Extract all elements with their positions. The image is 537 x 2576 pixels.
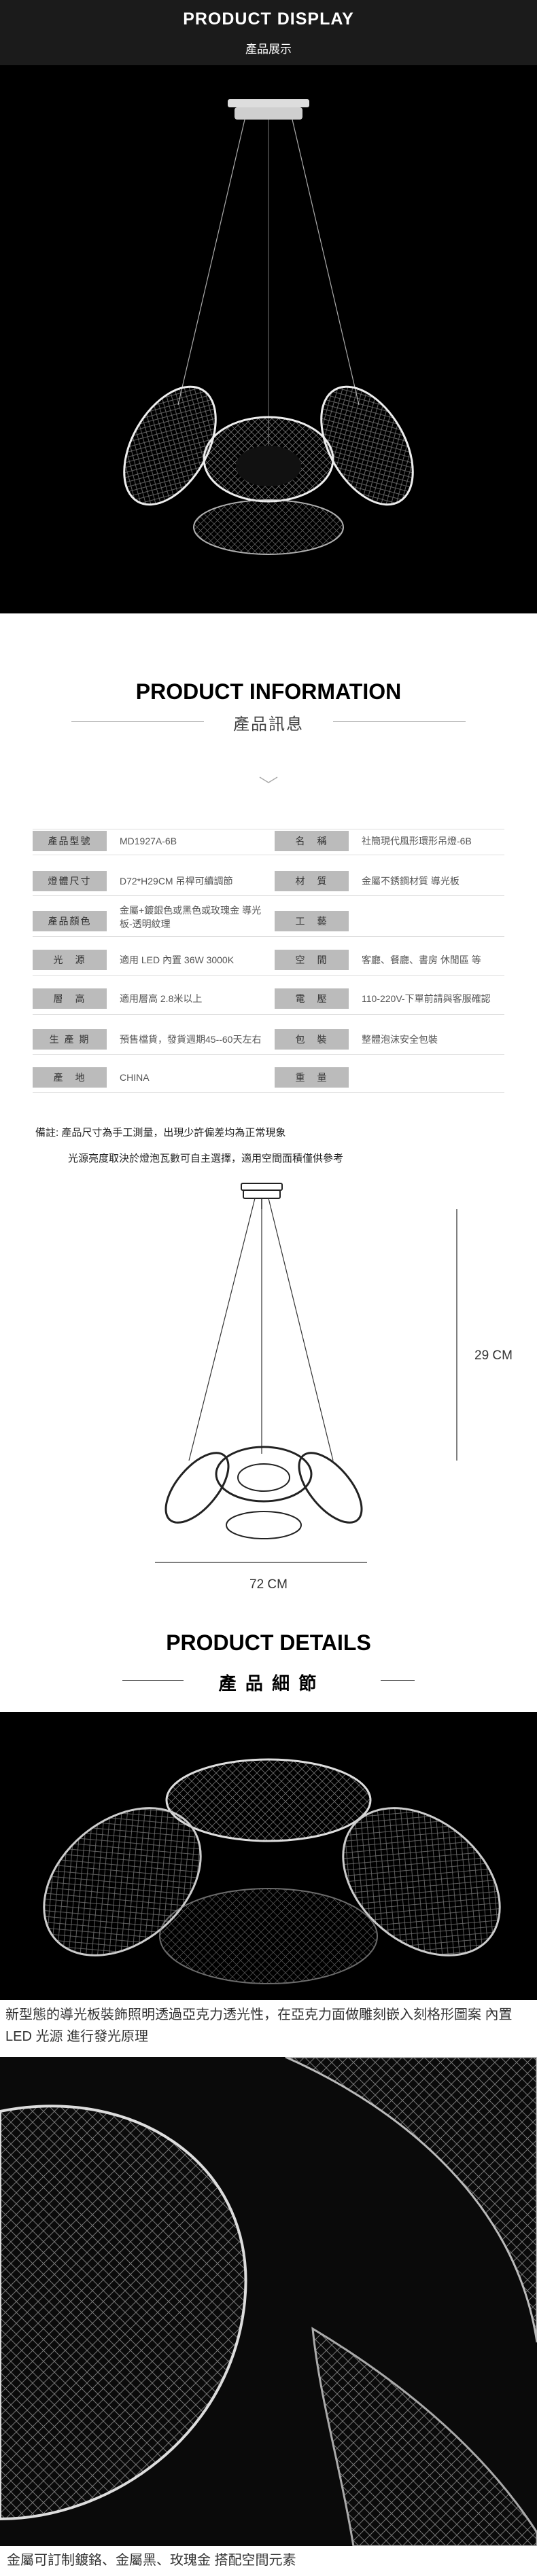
spec-value: CHINA [120,1072,150,1083]
details-title: PRODUCT DETAILS [166,1630,371,1655]
spec-value: 適用層高 2.8米以上 [120,993,203,1004]
row-divider [33,975,504,976]
spec-value: 整體泡沫安全包裝 [362,1034,438,1045]
spec-value: 客廳、餐廳、書房 休閒區 等 [362,954,481,965]
header-title: PRODUCT DISPLAY [183,10,354,29]
spec-label: 重 量 [275,1067,349,1088]
spec-label: 材 質 [275,871,349,891]
dimension-width: 72 CM [249,1577,288,1592]
spec-label: 產品型號 [33,831,107,851]
spec-label: 電 壓 [275,988,349,1009]
note-light: 光源亮度取決於燈泡瓦數可自主選擇，適用空間面積僅供參考 [68,1153,344,1164]
spec-label: 包 裝 [275,1029,349,1050]
spec-label: 空 間 [275,950,349,970]
spec-label: 產 地 [33,1067,107,1088]
page-header: PRODUCT DISPLAY 產品展示 [0,0,537,65]
detail-caption-2: 金屬可訂制鍍鉻、金屬黑、玫瑰金 搭配空間元素 [7,2553,296,2568]
info-title: PRODUCT INFORMATION [135,679,402,704]
spec-value: 社簡現代風形環形吊燈-6B [362,836,472,846]
row-divider [33,895,504,896]
spec-label: 工 藝 [275,911,349,931]
details-subtitle: 產 品 細 節 [218,1673,319,1694]
dimension-drawing [0,1168,537,1603]
spec-value: 110-220V-下單前請與客服確認 [362,993,491,1004]
spec-value: MD1927A-6B [120,836,177,846]
row-divider [33,936,504,937]
spec-label: 光 源 [33,950,107,970]
spec-label: 燈體尺寸 [33,871,107,891]
spec-value: 預售檔貨，發貨週期45--60天左右 [120,1034,262,1045]
chandelier-photo [123,99,414,555]
spec-value: 金屬+鍍銀色或黑色或玫瑰金 導光板-透明紋理 [120,905,262,929]
spec-value: D72*H29CM 吊桿可續調節 [120,876,233,887]
divider-right [381,1680,415,1681]
spec-label: 層 高 [33,988,107,1009]
detail-photo-1 [0,1712,537,2000]
dimension-height: 29 CM [474,1348,513,1363]
divider-left [122,1680,184,1681]
divider-left [71,721,204,722]
note-size: 備註: 產品尺寸為手工測量，出現少許偏差均為正常現象 [35,1127,286,1139]
divider-right [333,721,466,722]
row-divider [33,1092,504,1093]
product-display-image [0,65,537,613]
row-divider [33,1054,504,1055]
detail-photo-2 [0,2056,537,2547]
spec-value: 金屬不銹鋼材質 導光板 [362,876,460,887]
spec-value: 適用 LED 內置 36W 3000K [120,954,235,965]
chevron-down-icon [258,774,279,785]
spec-label: 名 稱 [275,831,349,851]
info-subtitle: 產品訊息 [233,715,304,734]
header-subtitle: 產品展示 [245,43,292,56]
spec-label: 產品顏色 [33,911,107,931]
spec-label: 生 產 期 [33,1029,107,1050]
row-divider [33,1014,504,1015]
detail-caption-1: 新型態的導光板裝飾照明透過亞克力透光性，在亞克力面做雕刻嵌入刻格形圖案 內置 L… [5,2007,513,2044]
